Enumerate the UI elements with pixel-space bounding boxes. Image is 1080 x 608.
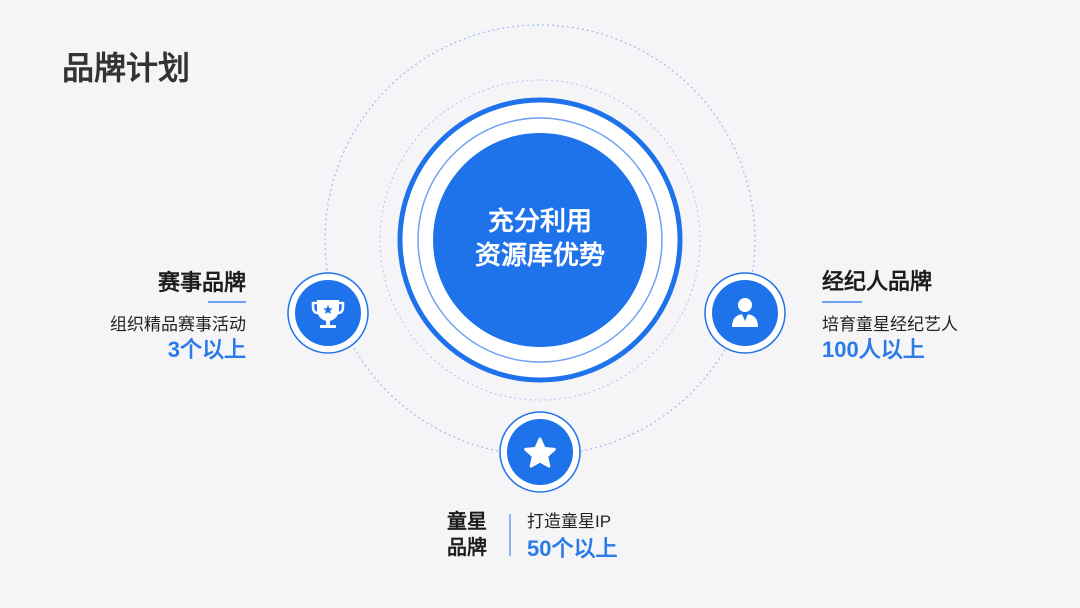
center-caption: 充分利用 资源库优势 [432,204,648,272]
star-node-title-line1: 童星 [447,511,487,533]
middle-dotted-ring [379,79,701,401]
center-caption-line1: 充分利用 [487,206,592,236]
center-caption-line2: 资源库优势 [474,240,605,270]
star-node-badge [499,411,581,493]
event-node-title: 赛事品牌 [157,270,246,295]
star-node-title-line2: 品牌 [447,537,487,559]
star-node-divider [509,514,511,556]
agent-node-badge [704,272,786,354]
agent-node-title: 经纪人品牌 [822,269,933,294]
user-icon [732,298,758,327]
outer-dotted-ring [324,24,756,456]
star-node-desc: 打造童星IP [527,512,612,531]
agent-node-divider [822,301,862,303]
trophy-icon [311,300,345,328]
star-node-value: 50个以上 [527,536,618,561]
event-node-value: 3个以上 [167,337,246,362]
star-icon [524,437,556,468]
center-thick-ring [397,97,683,383]
event-node-divider [208,301,246,303]
event-node-badge [287,272,369,354]
center-thin-ring [417,117,663,363]
center-core-circle [433,133,647,347]
agent-node-desc: 培育童星经纪艺人 [822,315,958,334]
agent-node-value: 100人以上 [822,337,925,362]
event-node-desc: 组织精品赛事活动 [110,315,246,334]
page-title: 品牌计划 [62,50,191,86]
